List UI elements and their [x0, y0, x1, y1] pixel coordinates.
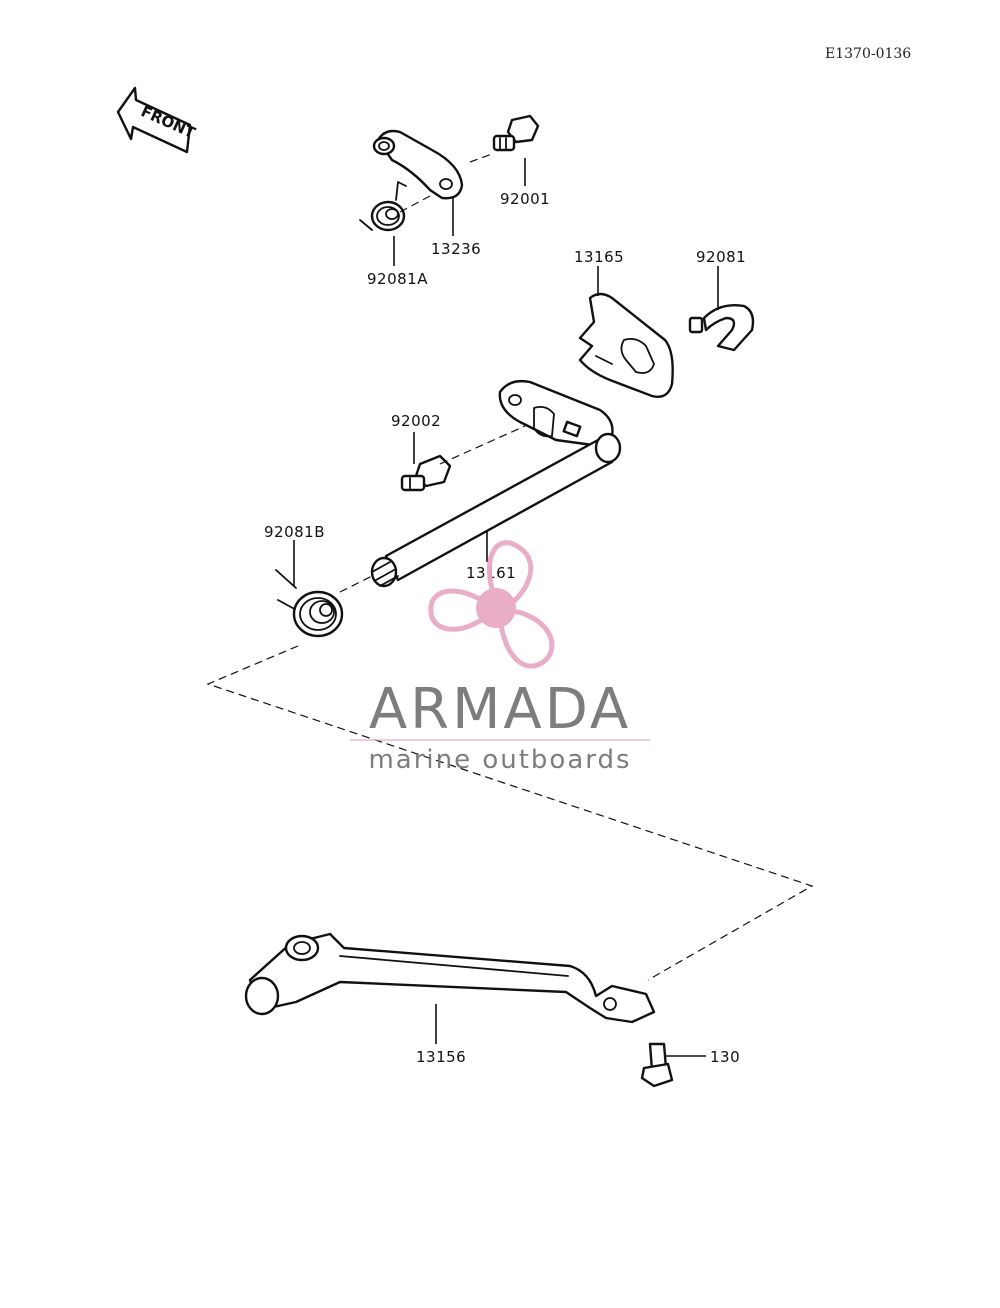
label-92081B: 92081B: [264, 523, 325, 541]
label-130: 130: [710, 1048, 740, 1066]
front-arrow-icon: FRONT: [116, 86, 199, 154]
label-92002: 92002: [391, 412, 441, 430]
bolt-92001: [492, 114, 540, 152]
label-92081A: 92081A: [367, 270, 428, 288]
bolt-130: [640, 1042, 674, 1088]
propeller-logo-icon: [428, 540, 555, 669]
label-13236: 13236: [431, 240, 481, 258]
plate-13165: [578, 292, 674, 398]
watermark: ARMADA marine outboards: [350, 540, 650, 775]
shift-arm-plate-13236: [372, 129, 464, 200]
shift-pedal-13156: [244, 932, 656, 1024]
leader-lines: [293, 158, 719, 1057]
label-13165: 13165: [574, 248, 624, 266]
reference-code: E1370-0136: [825, 46, 911, 62]
spring-92081B: [275, 569, 344, 638]
assembly-dashed-lines: [206, 153, 814, 981]
label-13156: 13156: [416, 1048, 466, 1066]
stud-bolt-92002: [400, 454, 452, 492]
clip-92081: [688, 304, 755, 352]
label-92001: 92001: [500, 190, 550, 208]
label-92081: 92081: [696, 248, 746, 266]
shift-shaft-13161: [370, 379, 622, 588]
watermark-tagline: marine outboards: [368, 745, 631, 775]
spring-92081A: [359, 181, 407, 232]
watermark-brand: ARMADA: [369, 677, 631, 742]
